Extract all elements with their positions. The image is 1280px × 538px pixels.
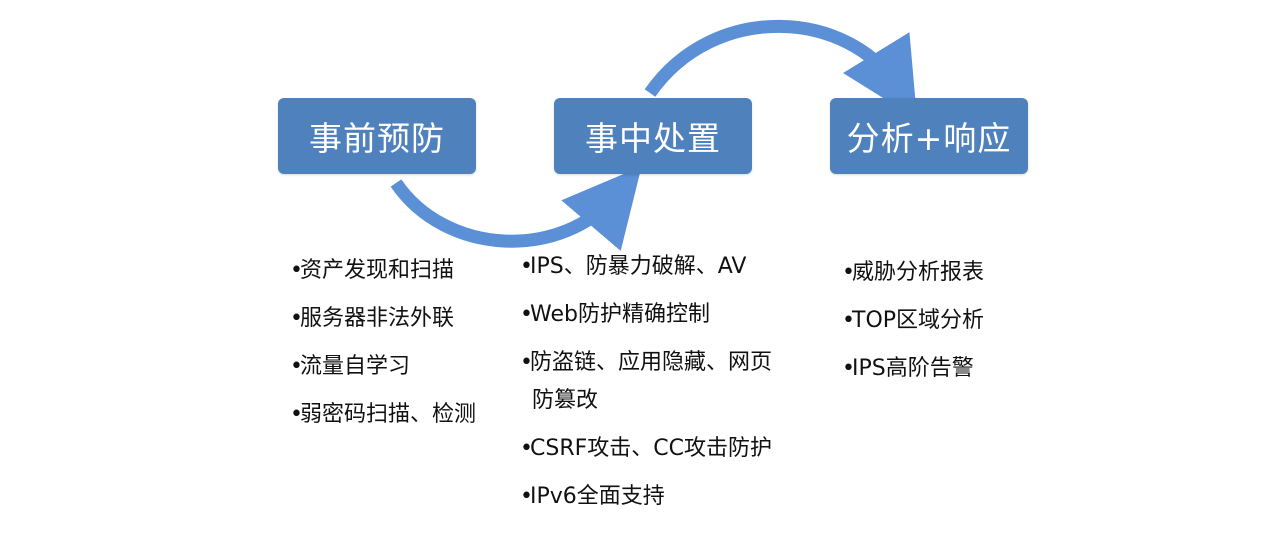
- arrow-prevention-to-handling: [390, 166, 642, 251]
- list-item: •IPS高阶告警: [842, 356, 974, 381]
- stage-response-box: 分析+响应: [830, 98, 1028, 174]
- list-item: •CSRF攻击、CC攻击防护: [520, 436, 772, 461]
- arrow-handling-to-response: [644, 19, 918, 119]
- list-item: •IPv6全面支持: [520, 484, 665, 509]
- list-item: •服务器非法外联: [290, 306, 455, 331]
- list-item: •IPS、防暴力破解、AV: [520, 254, 747, 279]
- list-item: •TOP区域分析: [842, 308, 985, 333]
- response-list: •威胁分析报表 •TOP区域分析 •IPS高阶告警: [842, 260, 984, 404]
- stage-response-label: 分析+响应: [846, 119, 1012, 158]
- stage-prevention-label: 事前预防: [309, 119, 445, 158]
- list-item: •防盗链、应用隐藏、网页 防篡改: [520, 350, 773, 413]
- list-item: •流量自学习: [290, 354, 411, 379]
- list-item: •Web防护精确控制: [520, 302, 710, 327]
- stage-prevention-box: 事前预防: [278, 98, 476, 174]
- list-item: •威胁分析报表: [842, 260, 985, 285]
- handling-list: •IPS、防暴力破解、AV •Web防护精确控制 •防盗链、应用隐藏、网页 防篡…: [520, 254, 772, 532]
- list-item: •资产发现和扫描: [290, 258, 455, 283]
- list-item: •弱密码扫描、检测: [290, 402, 477, 427]
- prevention-list: •资产发现和扫描 •服务器非法外联 •流量自学习 •弱密码扫描、检测: [290, 258, 476, 450]
- stage-handling-label: 事中处置: [585, 119, 721, 158]
- stage-handling-box: 事中处置: [554, 98, 752, 174]
